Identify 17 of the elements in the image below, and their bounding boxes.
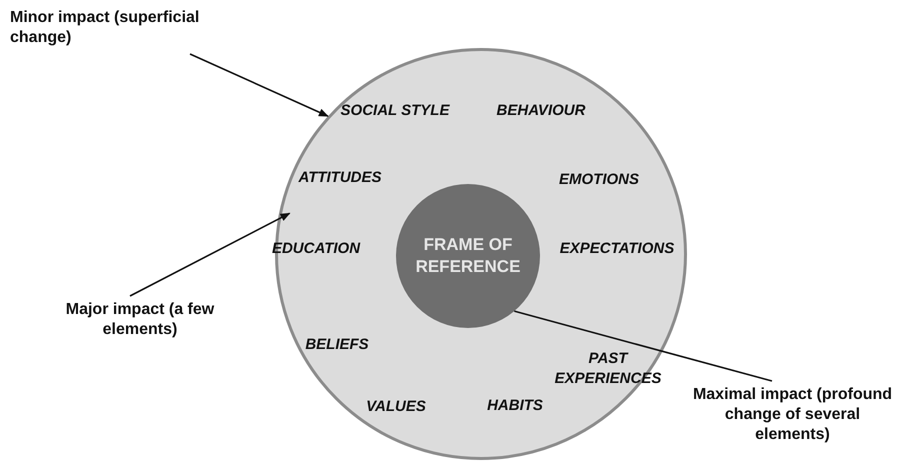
element-label: ATTITUDES bbox=[298, 168, 382, 188]
callout-label: Major impact (a few elements) bbox=[40, 300, 240, 340]
leader-line bbox=[514, 310, 772, 382]
element-label: SOCIAL STYLE bbox=[340, 101, 450, 121]
element-label: HABITS bbox=[487, 396, 543, 416]
element-label: BELIEFS bbox=[305, 335, 369, 355]
element-label: EDUCATION bbox=[272, 239, 360, 259]
callout-label: Maximal impact (profound change of several elements) bbox=[690, 385, 895, 445]
arrow bbox=[130, 212, 290, 297]
element-label: EMOTIONS bbox=[559, 170, 639, 190]
element-label: BEHAVIOUR bbox=[496, 101, 586, 121]
element-label: PAST EXPERIENCES bbox=[554, 349, 662, 389]
element-label: EXPECTATIONS bbox=[560, 239, 674, 259]
element-label: VALUES bbox=[366, 397, 426, 417]
center-label: FRAME OF REFERENCE bbox=[414, 234, 522, 278]
callout-label: Minor impact (superficial change) bbox=[10, 8, 260, 48]
arrow bbox=[190, 53, 329, 117]
